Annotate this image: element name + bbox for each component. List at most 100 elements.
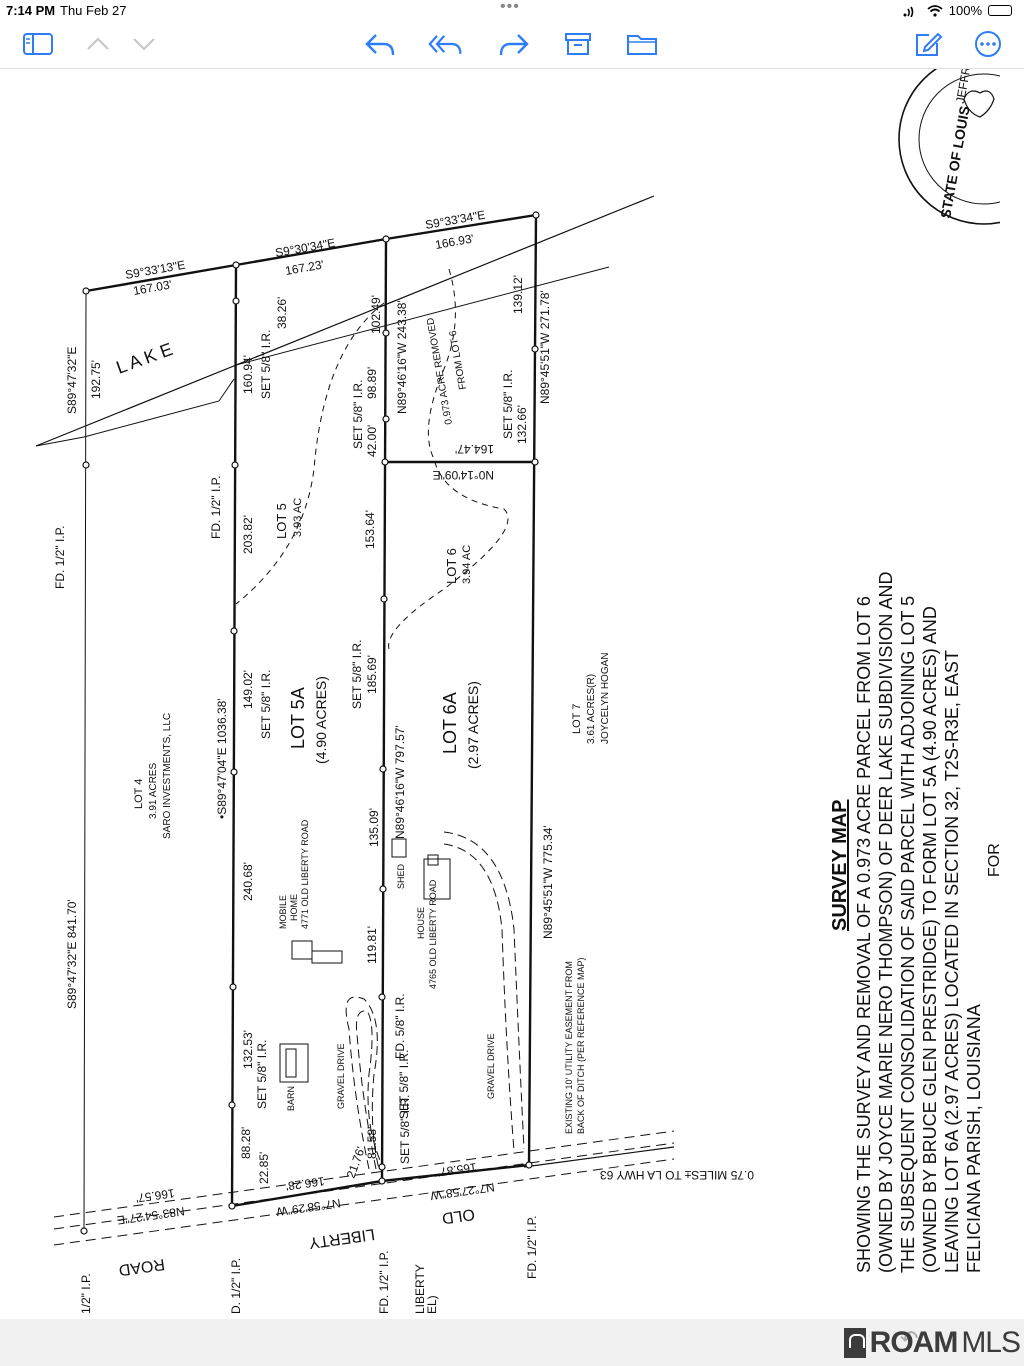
dist-135: 135.09' — [367, 808, 381, 847]
half-ip-road: 1/2" I.P. — [79, 1273, 93, 1314]
east-top-bearing: N89°45'51"W 271.78' — [538, 290, 552, 404]
forward-icon[interactable] — [496, 28, 532, 60]
sidebar-icon[interactable] — [20, 28, 56, 60]
mls-brand: MLS — [961, 1326, 1021, 1359]
mail-toolbar — [0, 22, 1024, 69]
mobile-home-2: HOME — [289, 894, 299, 921]
mobile-home-1: MOBILE — [278, 895, 288, 929]
mobile-home-structure — [291, 940, 313, 960]
set-58-g: SET 5/8" I.R. — [398, 1095, 412, 1164]
road-edge-3 — [53, 1158, 675, 1246]
lake-shore-line — [35, 378, 235, 447]
description-line-2: (OWNED BY JOYCE MARIE NERO THOMPSON) OF … — [876, 572, 896, 1273]
d-half-ip: D. 1/2" I.P. — [229, 1258, 243, 1314]
more-icon[interactable] — [970, 28, 1006, 60]
easement-2: BACK OF DITCH (PER REFERENCE MAP) — [576, 957, 586, 1134]
lot7-owner: JOYCELYN HOGAN — [600, 653, 611, 745]
set-58-c: SET 5/8" I.R. — [255, 1040, 269, 1109]
chevron-down-icon[interactable] — [126, 28, 162, 60]
lot5a-name: LOT 5A — [288, 687, 308, 749]
lot4-owner: SARO INVESTMENTS, LLC — [162, 713, 173, 839]
barn-label: BARN — [286, 1086, 296, 1111]
dist-139: 139.12' — [511, 275, 525, 314]
reply-icon[interactable] — [362, 28, 398, 60]
house-1: HOUSE — [416, 907, 426, 939]
dist-102: 102.49' — [369, 295, 383, 334]
set-58-a: SET 5/8" I.R. — [259, 330, 273, 399]
multitask-dots-icon[interactable]: ••• — [500, 0, 520, 15]
set-58-e: SET 5/8" I.R. — [350, 640, 364, 709]
fd-half-ip-road-2: FD. 1/2" I.P. — [525, 1216, 539, 1279]
lot7-name: LOT 7 — [571, 704, 583, 734]
share-arrow-icon[interactable]: ↶ — [900, 1326, 919, 1351]
signal-icon — [903, 6, 914, 17]
archive-icon[interactable] — [560, 28, 596, 60]
road-dist-3: 165.87' — [437, 1160, 478, 1179]
barn-structure — [279, 1043, 309, 1083]
status-right: 100% — [903, 3, 1012, 18]
dist-119: 119.81' — [365, 926, 379, 964]
dist-240: 240.68' — [241, 862, 255, 901]
road-name: ROAD — [118, 1255, 166, 1278]
lot4-name: LOT 4 — [133, 779, 145, 809]
dist-21: 21.76' — [344, 1145, 368, 1180]
lot5-dashed-line — [235, 302, 385, 605]
liberty-el: LIBERTY — [413, 1264, 427, 1314]
barn-structure-2 — [285, 1048, 297, 1078]
dist-81: 81.58' — [365, 1127, 379, 1159]
dist-153: 153.64' — [363, 510, 377, 549]
roam-brand: ROAM — [869, 1326, 959, 1359]
dist-203: 203.82' — [241, 515, 255, 554]
lot6-acres: 3.94 AC — [461, 545, 473, 584]
lake-boundary-line — [35, 195, 655, 447]
road-bearing-3: N7°27'58"W — [429, 1180, 496, 1203]
house-structure — [423, 858, 451, 900]
description-line-3: THE SUBSEQUENT CONSOLIDATION OF SAID PAR… — [898, 596, 918, 1273]
road-bearing-1: N83°54'27"E — [116, 1204, 185, 1227]
west-line-bearing: S89°47'32"E — [65, 347, 79, 414]
folder-icon[interactable] — [624, 28, 660, 60]
for-label: FOR — [986, 843, 1000, 877]
dist-132b: 132.66' — [515, 405, 529, 444]
fd-half-ip-lot5: FD. 1/2" I.P. — [209, 476, 223, 539]
house-structure-2 — [427, 854, 439, 866]
lot5-acres: 3.93 AC — [292, 498, 304, 537]
road-edge-4 — [523, 1146, 675, 1168]
fd-half-ip-road-1: FD. 1/2" I.P. — [377, 1251, 391, 1314]
dist-98: 98.89' — [365, 367, 379, 399]
reply-all-icon[interactable] — [428, 28, 464, 60]
lot6-label: LOT 6 — [444, 548, 459, 584]
gravel-drive-lot5a — [345, 996, 380, 1170]
battery-icon — [988, 5, 1012, 16]
gravel-drive-2: GRAVEL DRIVE — [486, 1033, 496, 1099]
shed-label: SHED — [396, 863, 406, 889]
set-58-b: SET 5/8" I.R. — [259, 670, 273, 739]
dist-22: 22.85' — [257, 1152, 271, 1184]
gravel-drive-1: GRAVEL DRIVE — [336, 1043, 346, 1109]
north2-bearing: S9°30'34"E — [274, 236, 336, 260]
gravel-drive-lot6a-inner — [443, 843, 515, 1152]
easement-1: EXISTING 10' UTILITY EASEMENT FROM — [564, 961, 574, 1134]
road-dist-2: 166.28' — [285, 1174, 326, 1193]
iron-pins — [80, 211, 540, 1235]
east-line-bearing: N89°45'51"W 775.34' — [541, 825, 555, 939]
fd-half-ip-west: FD. 1/2" I.P. — [53, 526, 67, 589]
dist-42: 42.00' — [365, 425, 379, 457]
description-line-5: LEAVING LOT 6A (2.97 ACRES) LOCATED IN S… — [942, 650, 962, 1273]
fd-58: FD. 5/8" I.R. — [393, 993, 407, 1059]
set-58-h: SET 5/8" I.R. — [501, 370, 515, 439]
mid-top-bearing: N89°46'16"W 243.38' — [395, 300, 409, 414]
battery-percent: 100% — [948, 3, 982, 18]
el-label: EL) — [425, 1295, 439, 1314]
dist-88: 88.28' — [239, 1127, 253, 1159]
road-to-hwy: 0.75 MILES± TO LA HWY 63 — [600, 1168, 754, 1182]
house-2: 4765 OLD LIBERTY ROAD — [428, 879, 438, 989]
gravel-drive-lot6a — [443, 831, 525, 1150]
lot4-acres: 3.91 ACRES — [148, 763, 159, 819]
status-bar: 7:14 PM Thu Feb 27 ••• 100% — [0, 0, 1024, 22]
dist-160: 160.94' — [241, 355, 255, 394]
compose-icon[interactable] — [910, 28, 946, 60]
road-bearing-2: N7°58'29"W — [275, 1196, 342, 1219]
mid-line-bearing: N89°46'16"W 797.57' — [393, 725, 407, 839]
chevron-up-icon[interactable] — [80, 28, 116, 60]
